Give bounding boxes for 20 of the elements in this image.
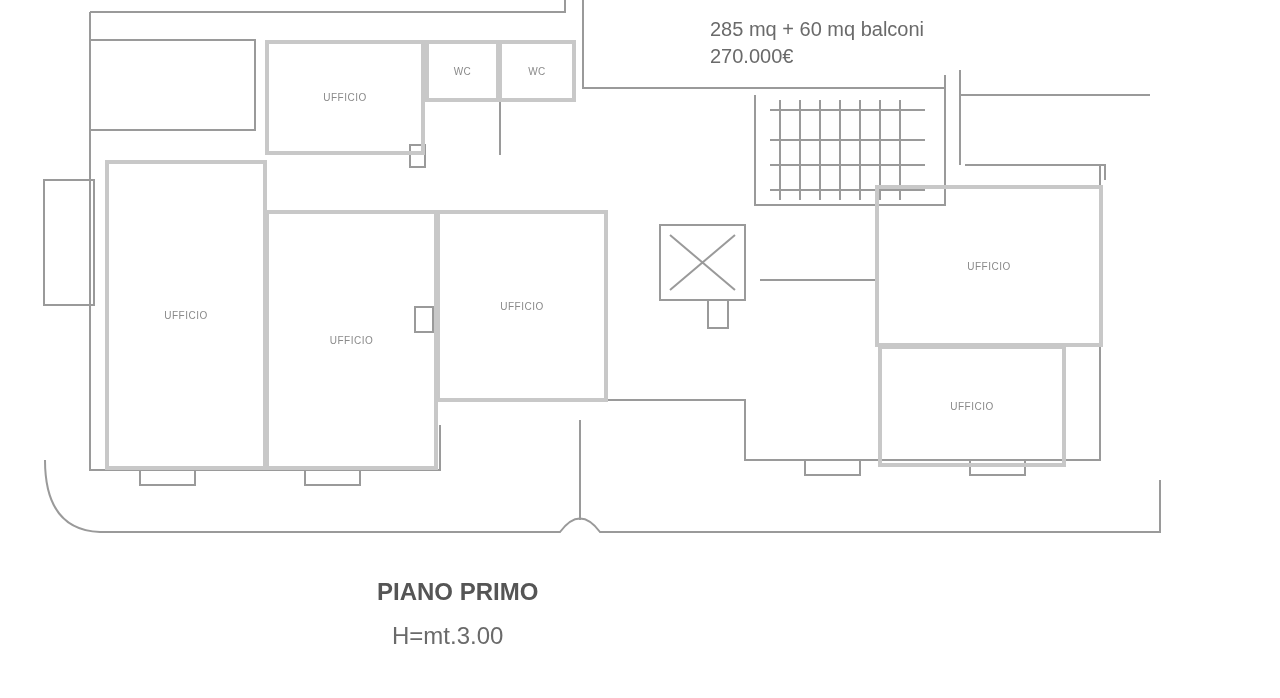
room-label: UFFICIO: [329, 334, 374, 346]
room-label: UFFICIO: [323, 92, 367, 103]
room-outline: [265, 40, 425, 155]
room-outline: [878, 345, 1066, 467]
height-note: H=mt.3.00: [392, 622, 504, 650]
area-note: 285 mq + 60 mq balconi: [710, 18, 925, 41]
price-note: 270.000€: [710, 45, 794, 68]
room-outline: [498, 40, 576, 102]
room-outline: [875, 185, 1103, 347]
room-label: WC: [453, 65, 472, 77]
room-label: WC: [528, 65, 546, 77]
room-outline: [425, 40, 500, 102]
room-label: UFFICIO: [500, 300, 544, 312]
room-outline: [436, 210, 608, 402]
plan-title: PIANO PRIMO: [377, 578, 539, 606]
room-outline: [105, 160, 267, 470]
room-label: UFFICIO: [967, 260, 1011, 272]
room-label: UFFICIO: [950, 400, 994, 412]
room-label: UFFICIO: [164, 309, 208, 321]
room-outline: [265, 210, 438, 470]
